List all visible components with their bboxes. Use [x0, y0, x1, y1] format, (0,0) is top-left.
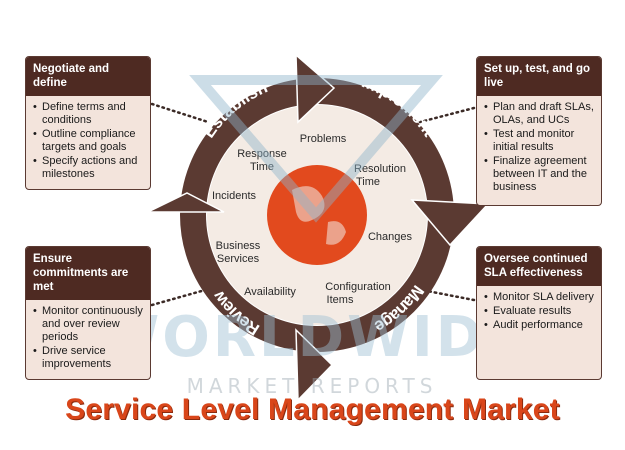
label-resolution-time-2: Time — [356, 176, 380, 188]
list-item: Outline compliance targets and goals — [33, 128, 144, 154]
arrow-left — [147, 192, 225, 213]
box-ensure: Ensure commitments are met Monitor conti… — [25, 246, 151, 380]
inner-labels: Problems Response Time Resolution Time I… — [212, 133, 413, 306]
list-item: Specify actions and milestones — [33, 155, 144, 181]
list-item: Test and monitor initial results — [484, 128, 595, 154]
arrow-top — [295, 53, 336, 124]
label-business-services-2: Services — [217, 253, 260, 265]
connector-ensure — [150, 288, 207, 307]
watermark-line1: WORLDWIDE — [97, 305, 526, 370]
label-incidents: Incidents — [212, 190, 257, 202]
connector-oversee — [420, 288, 476, 302]
label-configuration-items-1: Configuration — [325, 281, 390, 293]
box-oversee: Oversee continued SLA effectiveness Moni… — [476, 246, 602, 380]
label-business-services-1: Business — [216, 240, 261, 252]
list-item: Define terms and conditions — [33, 101, 144, 127]
box-negotiate-list: Define terms and conditions Outline comp… — [26, 96, 150, 186]
list-item: Audit performance — [484, 319, 595, 332]
box-setup: Set up, test, and go live Plan and draft… — [476, 56, 602, 206]
label-problems: Problems — [300, 133, 347, 145]
box-setup-title: Set up, test, and go live — [477, 57, 601, 96]
box-negotiate-title: Negotiate and define — [26, 57, 150, 96]
box-oversee-list: Monitor SLA delivery Evaluate results Au… — [477, 286, 601, 337]
label-resolution-time-1: Resolution — [354, 163, 406, 175]
label-availability: Availability — [244, 286, 296, 298]
globe-icon — [292, 186, 346, 245]
page-title: Service Level Management Market — [65, 393, 560, 426]
box-ensure-list: Monitor continuously and over review per… — [26, 300, 150, 376]
arrow-right — [410, 199, 490, 247]
connector-negotiate — [150, 102, 210, 124]
connector-lines — [150, 102, 476, 307]
watermark-triangle — [189, 75, 443, 223]
list-item: Evaluate results — [484, 305, 595, 318]
box-ensure-title: Ensure commitments are met — [26, 247, 150, 300]
list-item: Plan and draft SLAs, OLAs, and UCs — [484, 101, 595, 127]
watermark: WORLDWIDE MARKET REPORTS — [97, 75, 526, 398]
label-changes: Changes — [368, 231, 413, 243]
arrow-bottom — [295, 328, 334, 402]
list-item: Drive service improvements — [33, 345, 144, 371]
label-configuration-items-2: Items — [327, 294, 354, 306]
label-response-time-1: Response — [237, 148, 287, 160]
box-negotiate: Negotiate and define Define terms and co… — [25, 56, 151, 190]
box-setup-list: Plan and draft SLAs, OLAs, and UCs Test … — [477, 96, 601, 199]
box-oversee-title: Oversee continued SLA effectiveness — [477, 247, 601, 286]
list-item: Monitor SLA delivery — [484, 291, 595, 304]
ring-arrows — [147, 53, 490, 402]
label-response-time-2: Time — [250, 161, 274, 173]
watermark-line2: MARKET REPORTS — [187, 374, 438, 398]
list-item: Finalize agreement between IT and the bu… — [484, 155, 595, 194]
list-item: Monitor continuously and over review per… — [33, 305, 144, 344]
connector-setup — [418, 106, 476, 124]
